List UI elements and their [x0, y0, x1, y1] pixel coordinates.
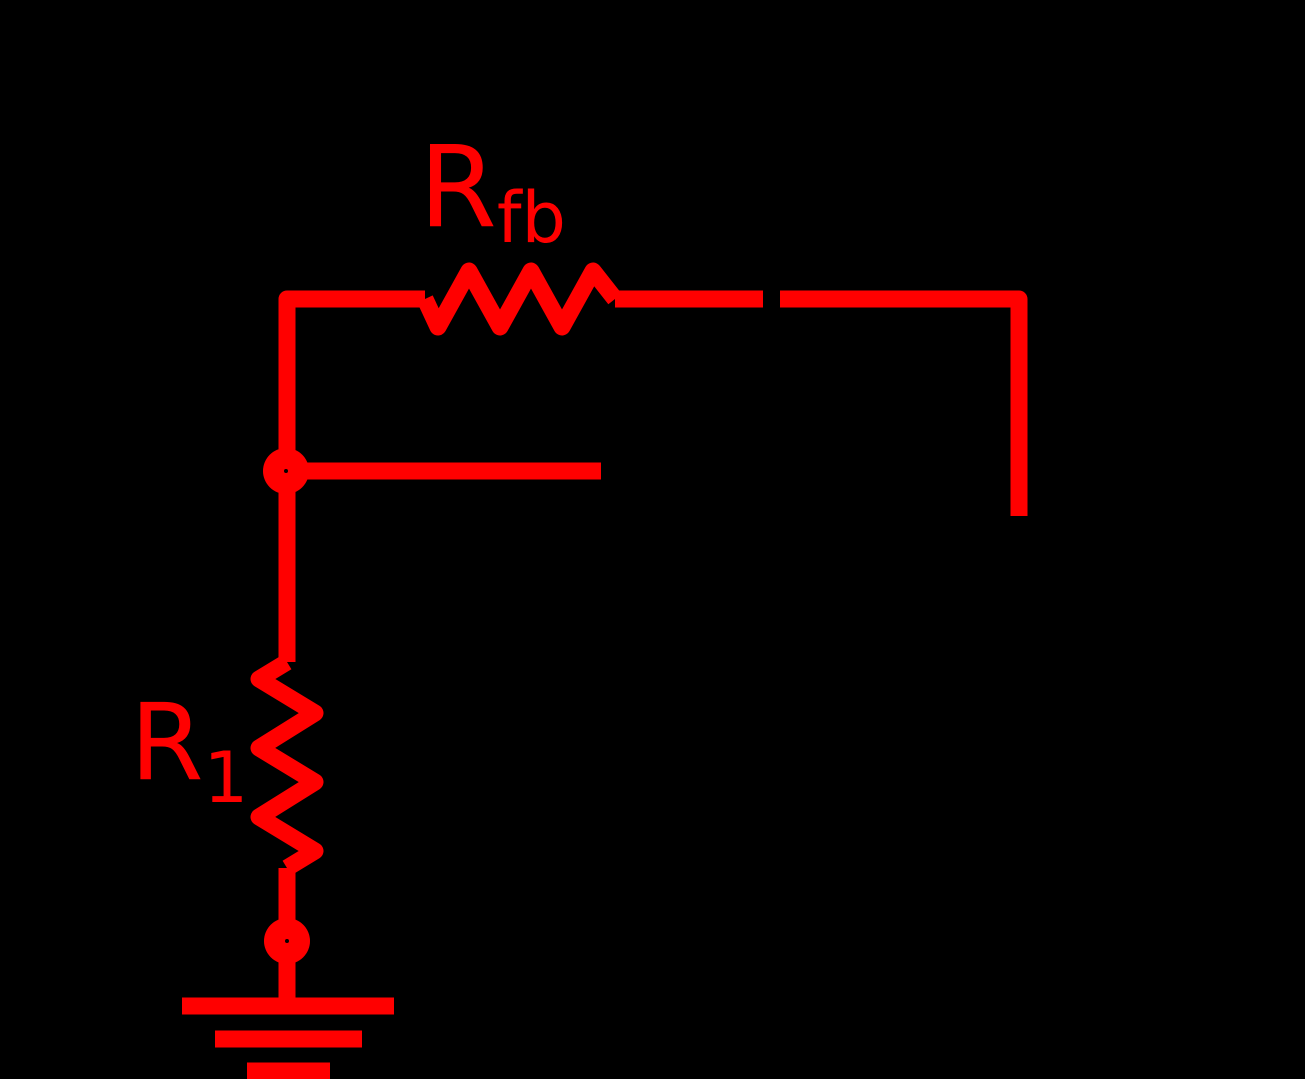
feedback-resistor-label-base: R — [419, 123, 497, 253]
feedback-resistor-label-subscript: fb — [496, 177, 566, 259]
wire-left-branch — [278, 290, 425, 662]
junction-dot-top-center — [284, 469, 288, 473]
input-resistor-label: R1 — [130, 690, 248, 814]
input-resistor-label-subscript: 1 — [203, 737, 249, 819]
input-resistor-label-base: R — [130, 681, 204, 804]
feedback-resistor-zigzag — [417, 262, 622, 336]
junction-dot-bottom-center — [285, 939, 289, 943]
input-resistor-zigzag — [250, 654, 324, 876]
feedback-resistor-label: Rfb — [419, 132, 566, 253]
wire-feedback-right — [780, 290, 1028, 516]
